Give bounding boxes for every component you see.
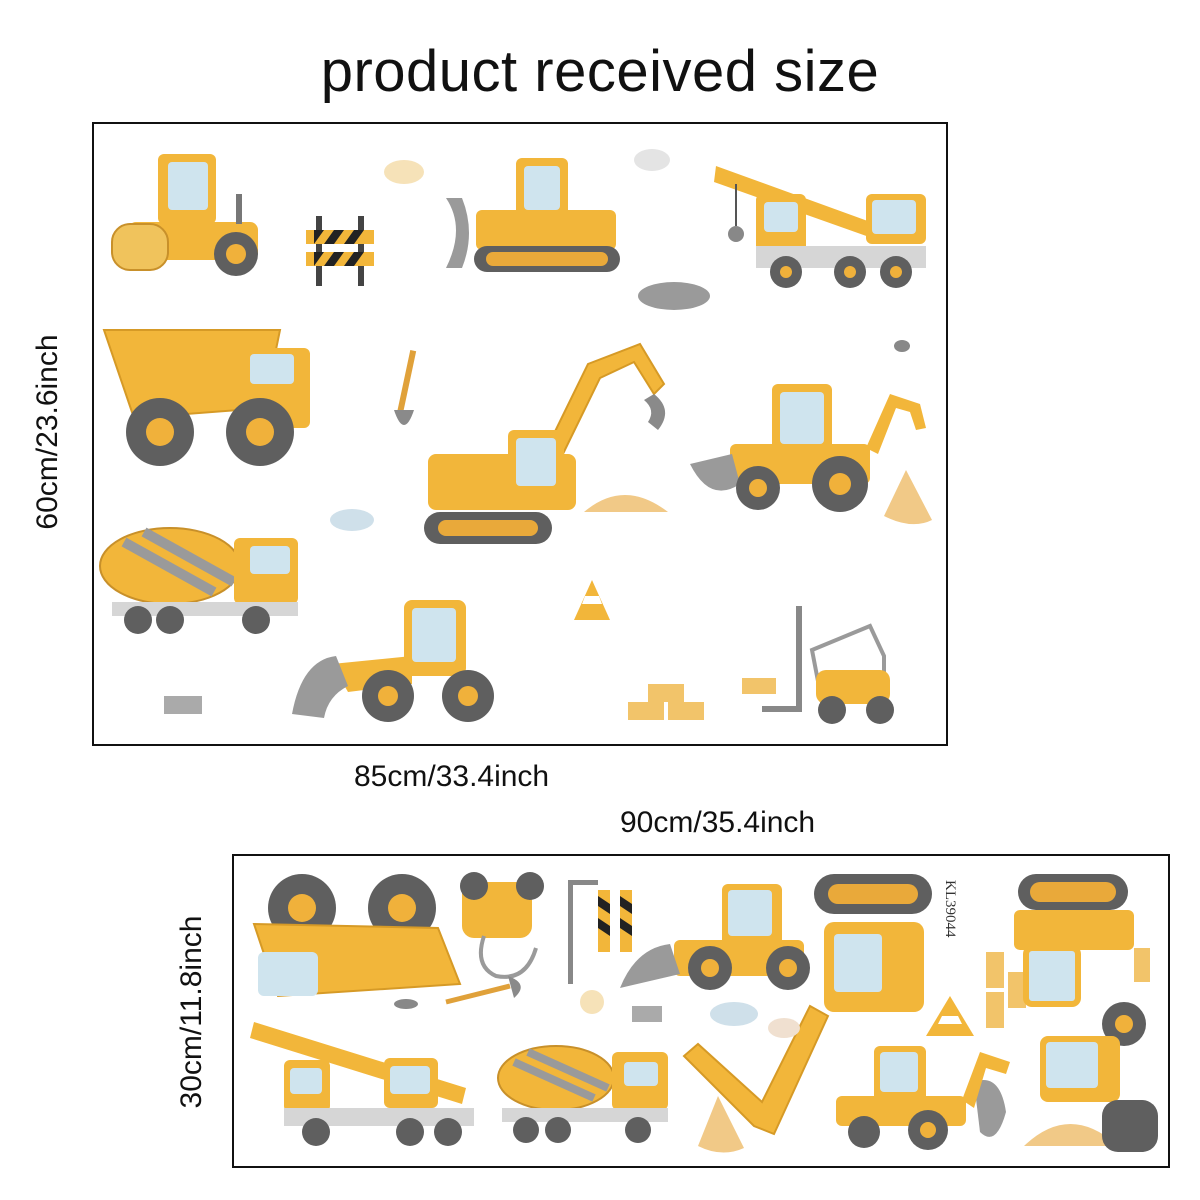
wheel-loader-icon	[292, 600, 494, 722]
backhoe-loader-icon	[620, 884, 810, 990]
brick-icon	[628, 678, 776, 720]
dump-truck-icon	[252, 874, 462, 998]
sticker-sheet-top	[92, 122, 948, 746]
sand-pile-icon	[584, 470, 932, 525]
road-barrier-icon	[306, 216, 374, 286]
traffic-cone-icon	[574, 580, 610, 620]
backhoe-loader-icon	[690, 384, 926, 512]
forklift-icon	[460, 872, 598, 984]
shovel-icon	[445, 976, 521, 1005]
backhoe-loader-icon	[836, 1046, 1010, 1150]
dump-truck-icon	[102, 329, 310, 466]
sticker-artwork-top	[99, 149, 932, 724]
forklift-icon	[762, 606, 894, 724]
crane-truck-icon	[714, 166, 926, 288]
crane-truck-icon	[250, 1022, 474, 1146]
traffic-cone-icon	[926, 996, 974, 1036]
rock-icon	[394, 999, 1006, 1137]
product-code: KL39044	[942, 880, 958, 938]
cement-mixer-icon	[497, 1045, 668, 1143]
top-height-label: 60cm/23.6inch	[31, 334, 64, 530]
bottom-height-label: 30cm/11.8inch	[175, 915, 208, 1109]
excavator-icon	[424, 342, 666, 544]
bulldozer-icon	[1014, 874, 1134, 1007]
road-roller-icon	[111, 154, 258, 276]
brick-icon	[632, 948, 1150, 1028]
bulldozer-icon	[446, 158, 620, 272]
excavator-icon	[682, 874, 932, 1136]
top-width-label: 85cm/33.4inch	[354, 760, 550, 793]
shovel-icon	[394, 350, 417, 425]
sticker-sheet-bottom: KL39044	[232, 854, 1170, 1168]
cloud-icon	[580, 990, 800, 1038]
page-title: product received size	[320, 39, 880, 104]
rock-icon	[164, 282, 910, 714]
cloud-icon	[330, 149, 670, 531]
sand-pile-icon	[698, 1096, 1118, 1153]
road-roller-icon	[1040, 1002, 1158, 1152]
sticker-artwork-bottom	[250, 872, 1158, 1153]
road-barrier-icon	[598, 890, 632, 952]
bottom-width-label: 90cm/35.4inch	[620, 806, 816, 839]
cement-mixer-icon	[99, 527, 298, 634]
